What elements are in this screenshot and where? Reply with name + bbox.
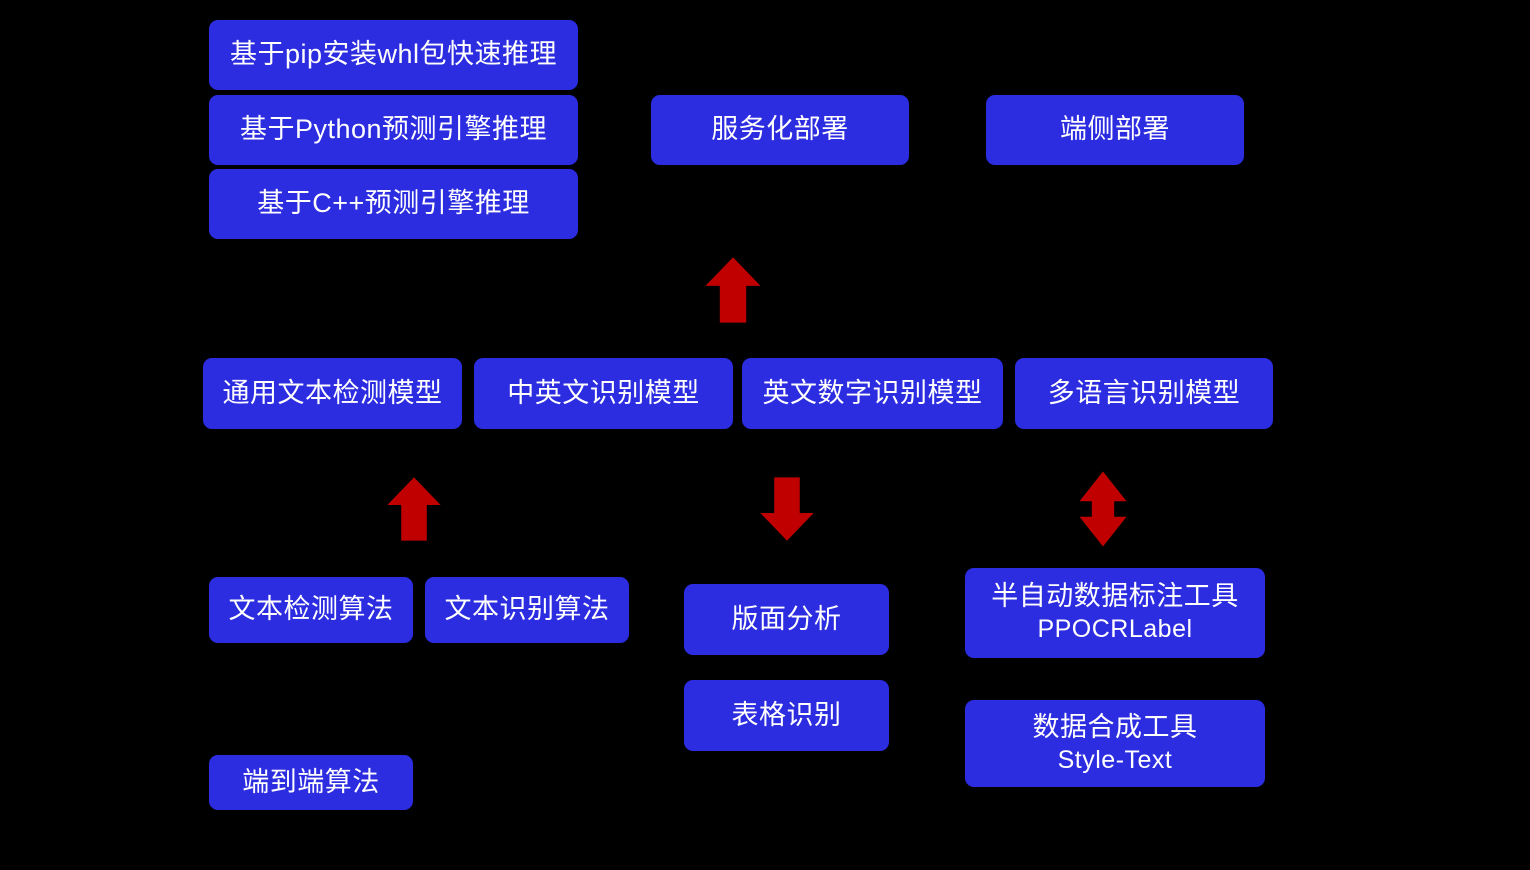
node-english-digit-recognition-model[interactable]: 英文数字识别模型 <box>742 358 1003 429</box>
node-python-engine-inference[interactable]: 基于Python预测引擎推理 <box>209 95 578 165</box>
node-title: 端到端算法 <box>242 766 380 797</box>
node-subtitle: PPOCRLabel <box>1037 615 1193 644</box>
node-title: 中英文识别模型 <box>507 377 700 408</box>
node-title: 基于C++预测引擎推理 <box>257 188 530 219</box>
node-text-recognition-algorithm[interactable]: 文本识别算法 <box>425 577 629 643</box>
arrow-model-to-annotation-tools <box>1075 470 1131 548</box>
node-end-to-end-algorithm[interactable]: 端到端算法 <box>209 755 413 810</box>
node-semi-auto-annotation-tool[interactable]: 半自动数据标注工具 PPOCRLabel <box>965 568 1265 658</box>
node-data-synthesis-tool[interactable]: 数据合成工具 Style-Text <box>965 700 1265 787</box>
node-pip-whl-inference[interactable]: 基于pip安装whl包快速推理 <box>209 20 578 90</box>
node-title: 服务化部署 <box>711 114 849 145</box>
node-title: 半自动数据标注工具 <box>991 581 1239 612</box>
node-title: 基于pip安装whl包快速推理 <box>229 39 558 70</box>
node-title: 文本检测算法 <box>228 594 394 625</box>
node-service-deployment[interactable]: 服务化部署 <box>651 95 909 165</box>
node-edge-deployment[interactable]: 端侧部署 <box>986 95 1244 165</box>
node-title: 文本识别算法 <box>444 594 610 625</box>
node-cpp-engine-inference[interactable]: 基于C++预测引擎推理 <box>209 169 578 239</box>
node-general-text-detection-model[interactable]: 通用文本检测模型 <box>203 358 462 429</box>
node-title: 版面分析 <box>731 603 842 634</box>
node-title: 通用文本检测模型 <box>222 377 443 408</box>
node-title: 英文数字识别模型 <box>762 377 983 408</box>
node-title: 多语言识别模型 <box>1047 377 1241 408</box>
arrow-model-to-layout-analysis <box>758 476 816 542</box>
node-title: 基于Python预测引擎推理 <box>239 114 548 145</box>
node-chinese-english-recognition-model[interactable]: 中英文识别模型 <box>474 358 733 429</box>
node-title: 数据合成工具 <box>1032 711 1198 742</box>
node-multilingual-recognition-model[interactable]: 多语言识别模型 <box>1015 358 1273 429</box>
node-subtitle: Style-Text <box>1057 745 1173 774</box>
arrow-models-to-deployment <box>703 256 763 324</box>
node-text-detection-algorithm[interactable]: 文本检测算法 <box>209 577 413 643</box>
node-table-recognition[interactable]: 表格识别 <box>684 680 889 751</box>
node-layout-analysis[interactable]: 版面分析 <box>684 584 889 655</box>
arrow-detection-algorithm-to-model <box>385 476 443 542</box>
node-title: 表格识别 <box>731 699 842 730</box>
node-title: 端侧部署 <box>1060 114 1170 145</box>
